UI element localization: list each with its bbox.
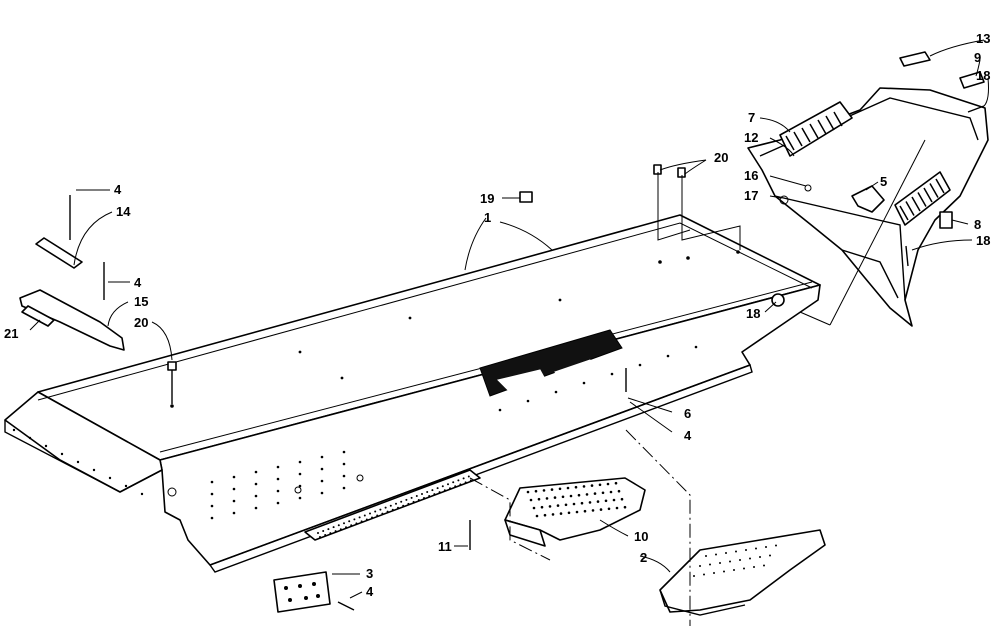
callout-4: 4 xyxy=(684,428,692,443)
leader-lines xyxy=(29,39,989,599)
callout-9: 9 xyxy=(974,50,981,65)
callout-12: 12 xyxy=(744,130,758,145)
callout-20: 20 xyxy=(134,315,148,330)
callout-10: 10 xyxy=(634,529,648,544)
callout-14: 14 xyxy=(116,204,131,219)
callout-20: 20 xyxy=(714,150,728,165)
callout-15: 15 xyxy=(134,294,148,309)
cap-9 xyxy=(959,71,985,89)
callout-19: 19 xyxy=(480,191,494,206)
footrest xyxy=(504,477,646,547)
callout-labels: 1 2 3 4 4 4 4 5 6 7 8 9 10 11 12 13 14 1… xyxy=(4,31,990,599)
rear-bumper-assembly xyxy=(747,87,989,327)
callout-5: 5 xyxy=(880,174,887,189)
bracket-14 xyxy=(35,237,83,269)
callout-11: 11 xyxy=(438,539,452,554)
callout-7: 7 xyxy=(748,110,755,125)
callout-4: 4 xyxy=(366,584,374,599)
callout-3: 3 xyxy=(366,566,373,581)
callout-6: 6 xyxy=(684,406,691,421)
cap-13 xyxy=(899,51,931,67)
tunnel-body xyxy=(4,214,821,573)
callout-8: 8 xyxy=(974,217,981,232)
callout-17: 17 xyxy=(744,188,758,203)
bracket-2 xyxy=(659,529,826,616)
plate-3 xyxy=(273,571,331,613)
callout-21: 21 xyxy=(4,326,18,341)
callout-1: 1 xyxy=(484,210,491,225)
callout-16: 16 xyxy=(744,168,758,183)
callout-18: 18 xyxy=(746,306,760,321)
callout-18: 18 xyxy=(976,68,990,83)
callout-4: 4 xyxy=(114,182,122,197)
callout-4: 4 xyxy=(134,275,142,290)
callout-18: 18 xyxy=(976,233,990,248)
callout-13: 13 xyxy=(976,31,990,46)
callout-2: 2 xyxy=(640,550,647,565)
